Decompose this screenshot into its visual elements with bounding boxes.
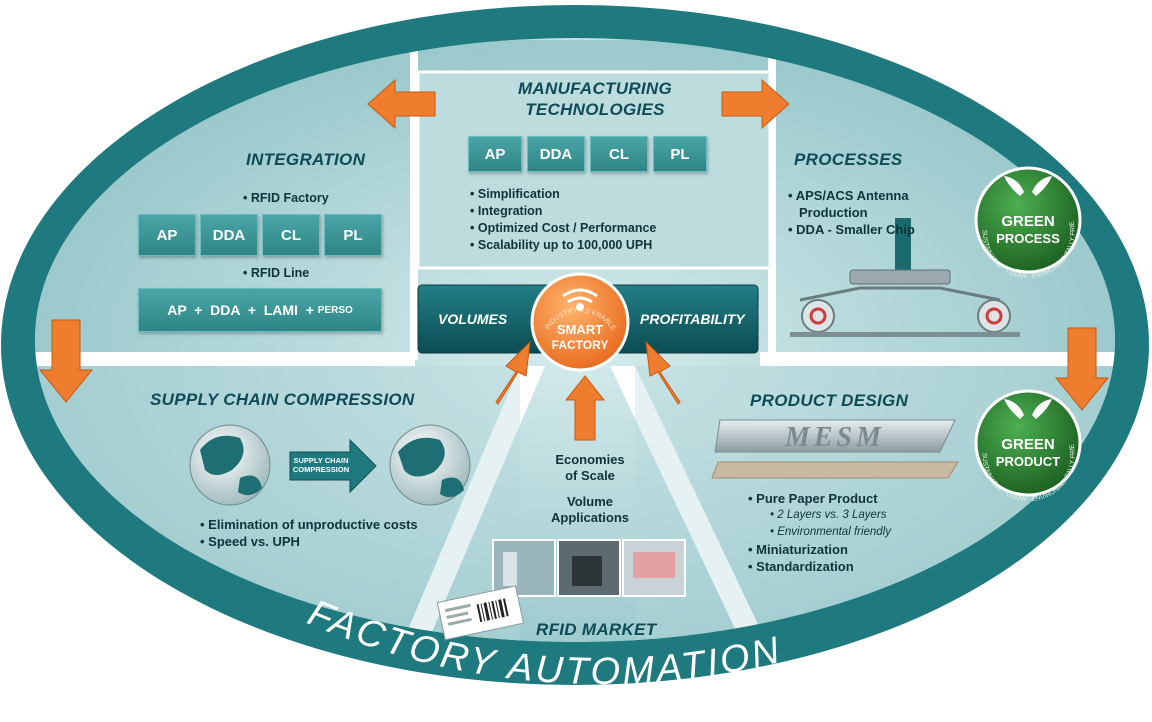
mfg-bullet-1: Simplification (477, 187, 560, 201)
manufacturing-title: MANUFACTURING TECHNOLOGIES (500, 78, 690, 120)
arrow-to-integration (367, 78, 436, 130)
economies-line2: of Scale (565, 468, 615, 483)
supply-chain-bullets: • Elimination of unproductive costs • Sp… (200, 517, 418, 549)
badge-line1: SMART (557, 322, 603, 337)
arrow-design-to-center (645, 340, 681, 405)
wifi-icon (562, 288, 598, 311)
arrow-to-supply-chain (38, 319, 94, 403)
product-sub-bullet-1: 2 Layers vs. 3 Layers (777, 509, 887, 521)
volume-line1: Volume (567, 494, 613, 509)
mfg-box-pl: PL (653, 136, 707, 172)
arrow-to-product-design (1054, 327, 1110, 411)
paper-tag (711, 461, 959, 479)
seal-process-line1: GREEN (1001, 213, 1054, 230)
rfid-factory-text: RFID Factory (250, 191, 329, 205)
process-bullet-1-cont: Production (799, 205, 868, 220)
supply-chain-arrow-line2: COMPRESSION (292, 465, 350, 474)
mfg-bullet-3: Optimized Cost / Performance (477, 221, 657, 235)
manufacturing-title-line2: TECHNOLOGIES (525, 100, 665, 119)
mfg-bullet-2: Integration (477, 204, 543, 218)
seal-process-line2: PROCESS (996, 231, 1060, 246)
rfid-line-label: • RFID Line (243, 266, 310, 280)
int-box-ap: AP (138, 214, 196, 256)
smart-factory-badge (530, 272, 630, 372)
process-bullet-1: APS/ACS Antenna (795, 188, 909, 203)
leaf-icon-product (1004, 399, 1052, 419)
mfg-box-dda: DDA (527, 136, 585, 172)
integration-title: INTEGRATION (246, 150, 366, 169)
rfid-line-formula-small: PERSO (317, 304, 353, 316)
supply-chain-title: SUPPLY CHAIN COMPRESSION (150, 390, 415, 409)
economies-line1: Economies (555, 452, 625, 467)
int-box-dda: DDA (200, 214, 258, 256)
mfg-box-cl: CL (590, 136, 648, 172)
processes-bullets: • APS/ACS Antenna Production • DDA - Sma… (788, 188, 915, 237)
product-sub-bullet-2: Environmental friendly (777, 526, 892, 538)
seal-product-line1: GREEN (1001, 436, 1054, 453)
green-product-seal (974, 389, 1082, 497)
leaf-icon-process (1004, 176, 1052, 196)
product-design-title: PRODUCT DESIGN (750, 391, 909, 410)
rfid-factory-label: • RFID Factory (243, 191, 329, 205)
int-box-cl: CL (262, 214, 320, 256)
manufacturing-title-line1: MANUFACTURING (517, 79, 673, 98)
market-photos (492, 539, 686, 597)
rfid-line-text: RFID Line (250, 266, 310, 280)
supply-chain-arrow-label: SUPPLY CHAIN COMPRESSION (292, 456, 350, 474)
product-bullets: • Pure Paper Product • 2 Layers vs. 3 La… (748, 491, 892, 574)
mfg-bullet-4: Scalability up to 100,000 UPH (477, 238, 653, 252)
badge-line2: FACTORY (552, 338, 609, 352)
green-process-seal (974, 166, 1082, 274)
rfid-label-icon (436, 585, 525, 641)
product-logo (714, 419, 956, 453)
arrow-supply-to-center (495, 340, 531, 405)
arrow-market-to-center (564, 375, 606, 441)
mfg-bullets: • Simplification • Integration • Optimiz… (470, 187, 657, 252)
processes-title: PROCESSES (794, 150, 903, 169)
process-bullet-2: DDA - Smaller Chip (796, 222, 915, 237)
rfid-line-formula: AP + DDA + LAMI + PERSO (138, 288, 382, 332)
profitability-label: PROFITABILITY (640, 311, 745, 327)
mfg-box-ap: AP (468, 136, 522, 172)
product-logo-text: MESM (784, 422, 885, 453)
product-bullet-1: Pure Paper Product (756, 491, 878, 506)
rfid-line-formula-text: AP + DDA + LAMI + (167, 302, 314, 318)
supply-chain-arrow (289, 438, 377, 494)
supply-bullet-2: Speed vs. UPH (208, 534, 300, 549)
arrow-to-processes (721, 78, 790, 130)
machine-illustration (790, 218, 1020, 337)
globe-icon-right (389, 424, 471, 506)
product-bullet-2: Miniaturization (756, 542, 848, 557)
globe-icon-left (189, 424, 271, 506)
volumes-label: VOLUMES (438, 311, 508, 327)
int-box-pl: PL (324, 214, 382, 256)
economies-caption: Economies of Scale (535, 452, 645, 484)
product-bullet-3: Standardization (756, 559, 854, 574)
volume-line2: Applications (550, 510, 629, 525)
rfid-market-title: RFID MARKET (536, 620, 657, 639)
supply-chain-arrow-line1: SUPPLY CHAIN (293, 456, 349, 465)
seal-product-line2: PRODUCT (996, 454, 1060, 469)
supply-bullet-1: Elimination of unproductive costs (208, 517, 418, 532)
volume-applications-caption: Volume Applications (530, 494, 650, 526)
